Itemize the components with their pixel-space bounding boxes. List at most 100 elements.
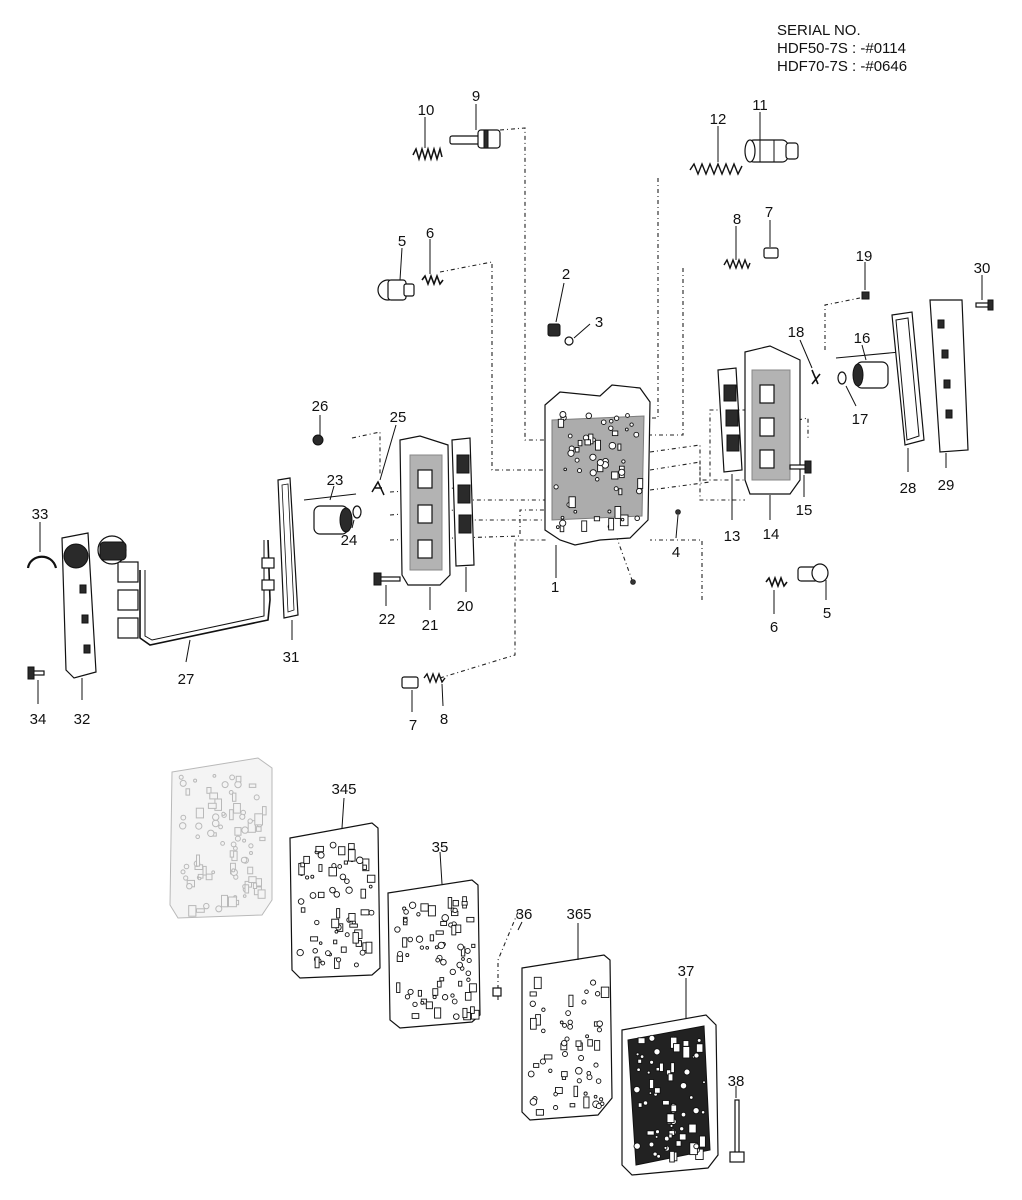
plate-hole — [407, 988, 414, 995]
plate-hole — [590, 979, 597, 986]
callout-38-label: 38 — [728, 1073, 745, 1090]
plate-hole — [465, 970, 472, 976]
part-11-sleeve — [744, 139, 799, 163]
plate-hole — [670, 1104, 678, 1113]
plate-hole — [441, 914, 449, 922]
plate-hole — [634, 515, 640, 522]
plate-hole — [344, 878, 350, 884]
plate-hole — [360, 888, 367, 899]
plate-hole — [693, 1143, 700, 1150]
part-1-valve-body — [544, 384, 651, 546]
part-12-spring — [689, 162, 743, 176]
plate-hole — [620, 517, 625, 522]
plate-hole — [425, 1001, 433, 1010]
plate-hole — [599, 1097, 604, 1102]
plate-hole — [577, 468, 582, 474]
plate-hole — [594, 1040, 601, 1051]
plate-hole — [649, 1079, 655, 1089]
plate-hole — [633, 1085, 641, 1094]
plate-hole — [178, 774, 184, 780]
plate-hole — [434, 1007, 442, 1019]
plate-hole — [183, 863, 190, 870]
part-36-ball — [492, 987, 502, 997]
callout-36-label: 36 — [516, 906, 533, 923]
plate-hole — [675, 1140, 682, 1147]
plate-hole — [317, 851, 325, 859]
plate-hole — [188, 905, 197, 917]
plate-hole — [596, 1020, 603, 1027]
plate-hole — [561, 1039, 568, 1047]
plate-hole — [595, 439, 601, 451]
callout-23-label: 23 — [327, 472, 344, 489]
plate-hole — [608, 425, 614, 431]
plate-hole — [639, 1054, 645, 1059]
plate-hole — [574, 447, 580, 453]
plate-hole — [464, 992, 472, 1001]
callout-27: 27 — [178, 639, 195, 688]
plate-hole — [656, 1153, 661, 1159]
callout-11: 11 — [752, 97, 768, 140]
callout-8-label-upper: 8 — [733, 211, 741, 228]
callout-8b: 8 — [440, 683, 448, 728]
plate-hole — [635, 1052, 640, 1057]
plate-hole — [368, 909, 375, 916]
plate-hole — [655, 1129, 660, 1135]
plate-hole — [233, 874, 239, 880]
plate-hole — [338, 846, 346, 856]
plate-hole — [559, 411, 567, 418]
plate-hole — [432, 995, 437, 1000]
plate-hole — [575, 1067, 583, 1075]
plate-hole — [581, 999, 587, 1005]
plate-hole — [568, 994, 574, 1007]
plate-hole — [207, 829, 215, 837]
plate-hole — [340, 946, 347, 953]
callout-2-label: 2 — [562, 266, 570, 283]
part-13-gasket — [717, 367, 743, 473]
callout-34-label: 34 — [30, 711, 47, 728]
plate-hole — [576, 1078, 582, 1084]
plate-hole — [595, 1078, 602, 1084]
plate-hole — [397, 950, 403, 957]
plate-hole — [328, 866, 337, 877]
part-8-spring-upper — [723, 258, 751, 270]
part-28-gasket — [891, 311, 925, 446]
plate-hole — [457, 943, 464, 951]
plate-hole — [699, 1135, 706, 1148]
callout-4-label: 4 — [672, 544, 680, 561]
plate-hole — [439, 977, 445, 982]
plate-hole — [344, 932, 350, 938]
callout-9: 9 — [472, 88, 480, 130]
part-15-bolt — [789, 460, 812, 474]
plate-hole — [607, 509, 612, 514]
callout-36: 36 — [516, 906, 533, 931]
plate-hole — [212, 774, 217, 778]
plate-hole — [652, 1151, 658, 1157]
callout-22: 22 — [379, 585, 395, 628]
plate-hole — [233, 803, 241, 814]
plate-hole — [589, 453, 597, 461]
plate-hole — [466, 916, 475, 923]
plate-hole — [653, 1048, 661, 1056]
plate-hole — [608, 418, 614, 424]
plate-hole — [331, 863, 337, 869]
plate-hole — [429, 934, 435, 942]
callout-3: 3 — [573, 314, 603, 339]
callout-7b: 7 — [409, 690, 417, 734]
plate-hole — [241, 826, 249, 834]
plate-hole — [432, 988, 439, 996]
plate-hole — [593, 1062, 599, 1068]
part-21-housing — [399, 435, 451, 586]
plate-hole — [464, 947, 471, 954]
plate-hole — [567, 433, 573, 439]
callout-14-label: 14 — [763, 526, 780, 543]
plate-hole — [559, 1020, 564, 1025]
callout-27-label: 27 — [178, 671, 195, 688]
plate-hole — [555, 1087, 563, 1094]
part-6-spring-upper — [421, 273, 444, 287]
plate-hole — [695, 1043, 704, 1053]
plate-hole — [529, 991, 537, 997]
plate-hole — [596, 459, 604, 467]
callout-17: 17 — [845, 385, 868, 428]
plate-hole — [310, 936, 319, 942]
plate-hole — [333, 891, 341, 898]
